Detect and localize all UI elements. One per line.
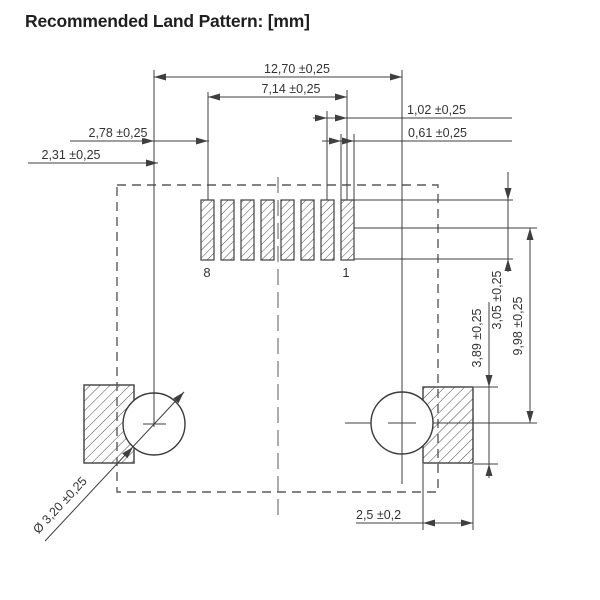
- pad-4: [280, 199, 295, 261]
- arrowhead: [122, 447, 133, 459]
- dim-text: 3,05 ±0,25: [490, 270, 504, 329]
- pad-2: [320, 199, 335, 261]
- pad-6: [240, 199, 255, 261]
- pad-7: [220, 199, 235, 261]
- dim-text: 7,14 ±0,25: [262, 82, 321, 96]
- dim-text: 9,98 ±0,25: [511, 296, 525, 355]
- arrowhead: [342, 137, 354, 145]
- dim-text: 2,5 ±0,2: [356, 508, 401, 522]
- arrowhead: [142, 137, 154, 145]
- arrowhead: [504, 259, 512, 271]
- arrowhead: [196, 137, 208, 145]
- dim-mount-pad-width: 2,5 ±0,2: [355, 464, 474, 530]
- dim-pad-pitch: 1,02 ±0,25: [313, 102, 512, 200]
- arrowhead: [208, 93, 220, 101]
- dim-pad-width: 0,61 ±0,25: [322, 125, 512, 200]
- arrowhead: [485, 375, 493, 387]
- dim-overall-width: 12,70 ±0,25: [153, 61, 403, 484]
- dim-text: 12,70 ±0,25: [264, 62, 330, 76]
- dim-pad-row-span: 7,14 ±0,25: [207, 81, 348, 200]
- dim-hole-to-pad-edge: 2,31 ±0,25: [28, 147, 158, 167]
- pin-8-label: 8: [203, 265, 210, 280]
- arrowhead: [390, 73, 402, 81]
- arrowhead: [335, 114, 347, 122]
- dim-mount-pad-height: 3,89 ±0,25: [469, 302, 498, 478]
- dim-text: 3,89 ±0,25: [470, 308, 484, 367]
- arrowhead: [423, 519, 435, 527]
- dim-text: 0,61 ±0,25: [408, 126, 467, 140]
- dim-pad-length: 3,05 ±0,25: [354, 172, 513, 331]
- page-title: Recommended Land Pattern: [mm]: [25, 11, 310, 31]
- arrowhead: [154, 73, 166, 81]
- arrowhead: [315, 114, 327, 122]
- pad-8: [200, 199, 215, 261]
- pad-5: [260, 199, 275, 261]
- pad-3: [300, 199, 315, 261]
- dim-pad-row-to-hole: 9,98 ±0,25: [345, 227, 537, 424]
- dim-text: 2,31 ±0,25: [42, 148, 101, 162]
- arrowhead: [526, 228, 534, 240]
- dim-text: 1,02 ±0,25: [407, 103, 466, 117]
- dim-text: Ø 3,20 ±0,25: [30, 474, 90, 536]
- arrowhead: [504, 188, 512, 200]
- arrowhead: [526, 411, 534, 423]
- arrowhead: [335, 93, 347, 101]
- dim-hole-to-pad-center: 2,78 ±0,25: [70, 125, 209, 145]
- arrowhead: [173, 392, 184, 404]
- dim-text: 2,78 ±0,25: [89, 126, 148, 140]
- arrowhead: [485, 464, 493, 476]
- arrowhead: [461, 519, 473, 527]
- dimension-line: [44, 391, 185, 542]
- arrowhead: [329, 137, 341, 145]
- pad-1: [340, 199, 355, 261]
- arrowhead: [146, 159, 158, 167]
- pad-row: 8 1: [200, 199, 355, 281]
- pin-1-label: 1: [342, 265, 349, 280]
